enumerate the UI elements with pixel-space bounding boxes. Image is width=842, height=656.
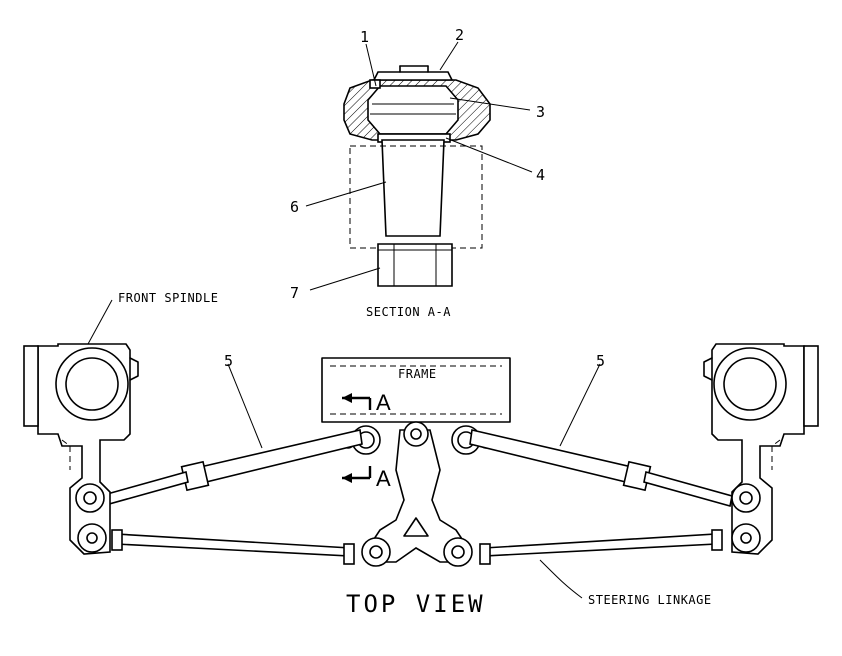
section-letter-bottom: A bbox=[376, 466, 391, 491]
ball-stud-head bbox=[367, 85, 459, 135]
right-tie-rod-pin bbox=[731, 523, 761, 553]
stud-nut bbox=[377, 243, 453, 287]
section-caption: SECTION A-A bbox=[366, 305, 451, 319]
callout-1: 1 bbox=[360, 28, 369, 46]
callout-2: 2 bbox=[455, 26, 464, 44]
section-letter-top: A bbox=[376, 390, 391, 415]
section-a-a-view: 1 2 3 4 6 7 SECTION A-A bbox=[290, 26, 545, 319]
frame-label: FRAME bbox=[398, 367, 437, 381]
right-tie-rod bbox=[483, 533, 717, 557]
steering-linkage-label: STEERING LINKAGE bbox=[588, 593, 712, 607]
tapered-stud bbox=[381, 139, 445, 237]
callout-4: 4 bbox=[536, 166, 545, 184]
right-cylinder-barrel bbox=[469, 429, 637, 485]
top-view: FRAME A A 5 5 bbox=[23, 291, 819, 618]
top-view-title: TOP VIEW bbox=[346, 590, 486, 618]
left-tie-rod bbox=[115, 533, 351, 557]
callout-3: 3 bbox=[536, 103, 545, 121]
callout-7: 7 bbox=[290, 284, 299, 302]
callout-6: 6 bbox=[290, 198, 299, 216]
left-cylinder-barrel bbox=[195, 429, 363, 485]
left-tie-rod-pin bbox=[77, 523, 107, 553]
front-spindle-label: FRONT SPINDLE bbox=[118, 291, 218, 305]
socket-cap bbox=[372, 71, 454, 81]
left-cylinder-rod bbox=[99, 470, 189, 508]
right-front-spindle bbox=[703, 343, 819, 555]
right-cylinder-rod bbox=[643, 470, 733, 508]
cylinder-callout-left: 5 bbox=[224, 352, 233, 370]
center-bracket bbox=[367, 429, 469, 563]
right-cylinder-pin bbox=[731, 483, 761, 513]
cylinder-callout-right: 5 bbox=[596, 352, 605, 370]
steering-linkage-leader bbox=[539, 559, 583, 599]
center-pivot bbox=[403, 421, 429, 447]
left-front-spindle bbox=[23, 343, 139, 555]
left-cylinder-pin bbox=[75, 483, 105, 513]
